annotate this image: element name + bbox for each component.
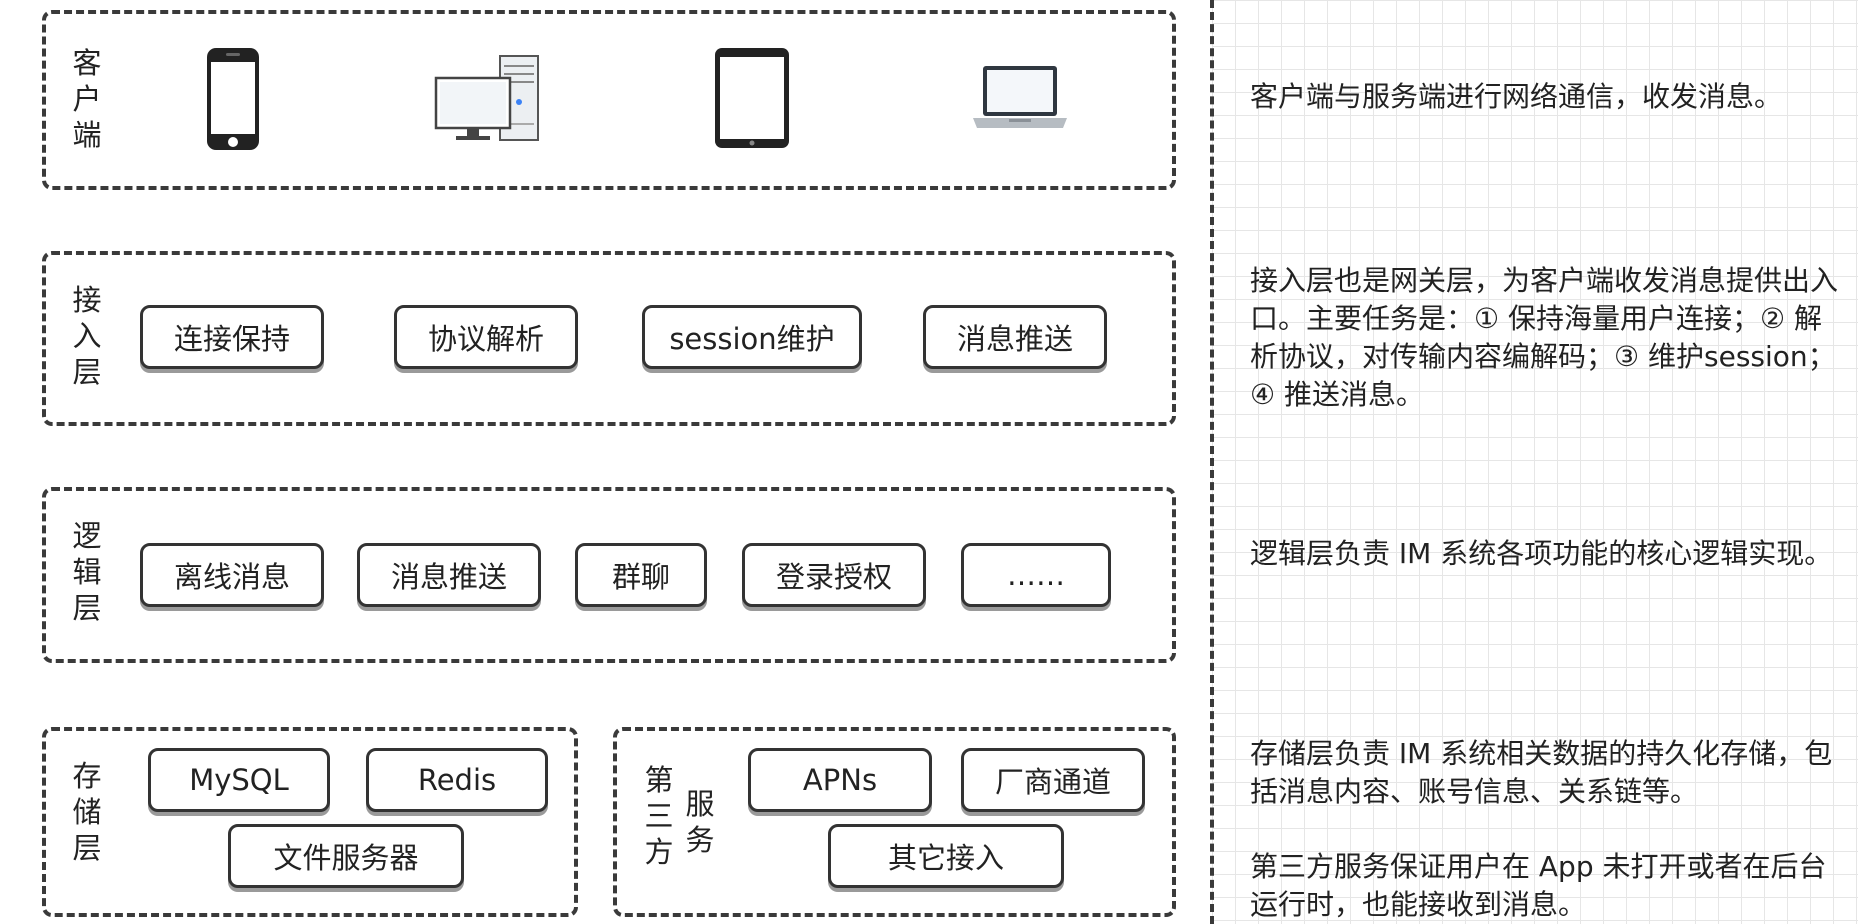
access-layer-label: 接 入 层: [72, 283, 102, 389]
client-layer: [42, 10, 1176, 190]
client-description: 客户端与服务端进行网络通信，收发消息。: [1250, 80, 1783, 113]
third-party-item-vendor-channel: 厂商通道: [961, 748, 1145, 812]
storage-item-redis: Redis: [366, 748, 548, 812]
third-party-item-apns: APNs: [748, 748, 932, 812]
third-party-label-right: 服 务: [685, 787, 715, 857]
access-item-message-push: 消息推送: [923, 305, 1107, 369]
logic-item-group-chat: 群聊: [575, 543, 707, 607]
access-layer: [42, 251, 1176, 426]
third-party-item-other-access: 其它接入: [828, 824, 1064, 888]
storage-item-file-server: 文件服务器: [228, 824, 464, 888]
logic-item-ellipsis: ……: [961, 543, 1111, 607]
vertical-divider: [1210, 0, 1214, 924]
tablet-icon: [715, 48, 789, 148]
logic-layer-label: 逻 辑 层: [72, 519, 102, 625]
client-layer-label: 客 户 端: [72, 46, 102, 152]
third-party-label-left: 第 三 方: [644, 763, 674, 869]
storage-layer: [42, 727, 578, 917]
grid-background: [1212, 0, 1858, 924]
logic-item-message-push: 消息推送: [357, 543, 541, 607]
laptop-icon: [973, 66, 1067, 128]
access-item-protocol-parsing: 协议解析: [394, 305, 578, 369]
logic-layer: [42, 487, 1176, 663]
logic-item-offline-message: 离线消息: [140, 543, 324, 607]
access-item-session-maintenance: session维护: [642, 305, 862, 369]
logic-item-login-auth: 登录授权: [742, 543, 926, 607]
access-item-connection-keepalive: 连接保持: [140, 305, 324, 369]
third-party-layer: [613, 727, 1176, 917]
storage-layer-label: 存 储 层: [72, 759, 102, 865]
third-party-description: 第三方服务保证用户在 App 未打开或者在后台运行时，也能接收到消息。: [1250, 850, 1827, 921]
access-description: 接入层也是网关层，为客户端收发消息提供出入口。主要任务是：① 保持海量用户连接；…: [1250, 264, 1839, 411]
storage-description: 存储层负责 IM 系统相关数据的持久化存储，包括消息内容、账号信息、关系链等。: [1250, 737, 1833, 808]
phone-icon: [207, 48, 259, 150]
storage-item-mysql: MySQL: [148, 748, 330, 812]
desktop-computer-icon: [434, 55, 539, 141]
logic-description: 逻辑层负责 IM 系统各项功能的核心逻辑实现。: [1250, 537, 1833, 570]
